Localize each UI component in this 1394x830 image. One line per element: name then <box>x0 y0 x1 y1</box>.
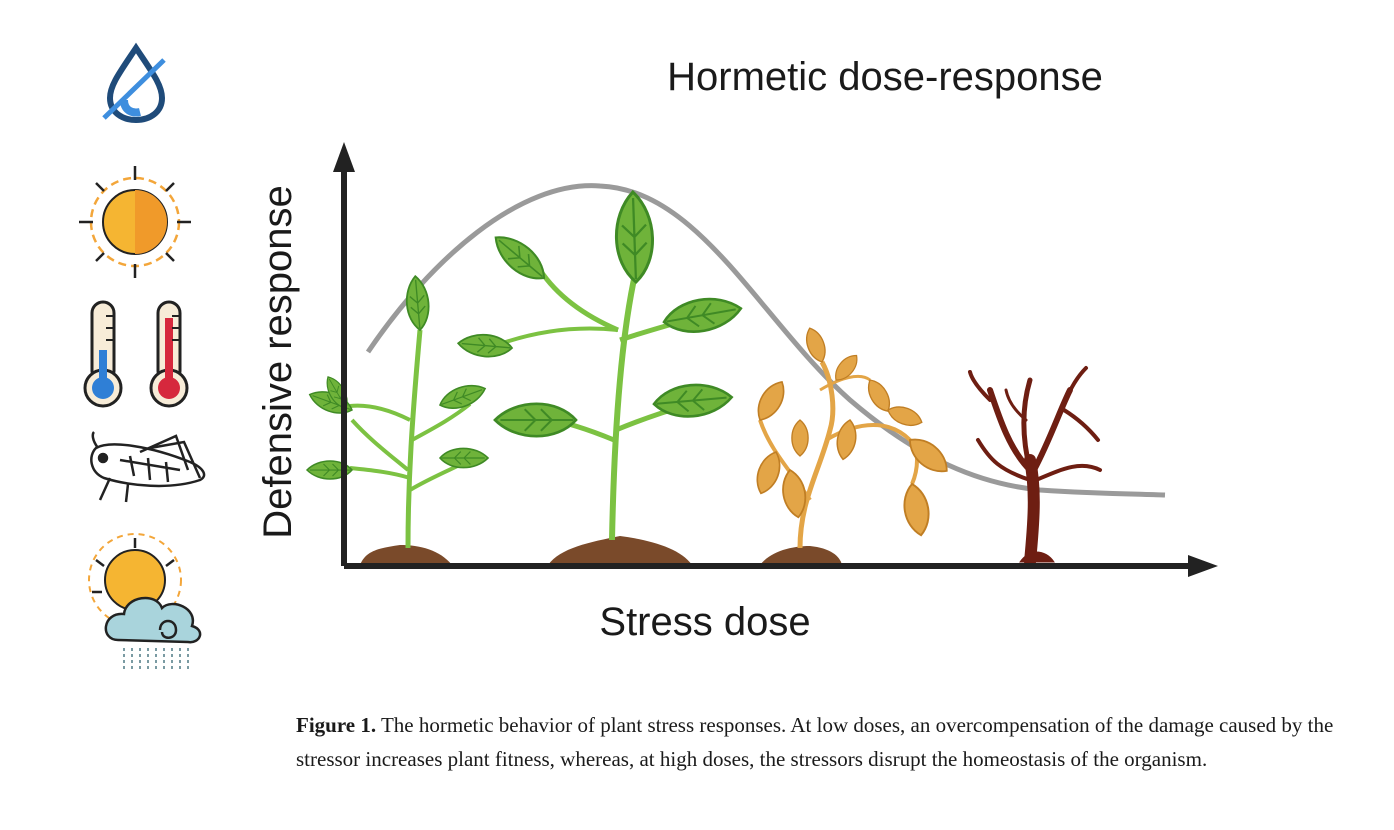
figure-title: Hormetic dose-response <box>667 55 1103 99</box>
y-axis <box>333 142 355 566</box>
small-healthy-plant <box>305 274 490 565</box>
dose-response-curve <box>365 183 1166 498</box>
cold-thermometer-icon <box>83 300 123 408</box>
hot-thermometer-icon <box>149 300 189 408</box>
caption-text: The hormetic behavior of plant stress re… <box>296 713 1334 771</box>
figure-graphics <box>79 42 1218 672</box>
sun-icon <box>79 166 191 278</box>
dead-plant <box>968 366 1102 568</box>
caption-label: Figure 1. <box>296 713 377 737</box>
figure-caption: Figure 1. The hormetic behavior of plant… <box>296 708 1356 776</box>
grasshopper-icon <box>90 431 206 503</box>
wilting-plant <box>750 324 955 565</box>
storm-cloud-icon <box>88 533 202 672</box>
large-healthy-plant <box>456 189 745 565</box>
hormetic-figure: Hormetic dose-response Defensive respons… <box>79 42 1218 672</box>
x-axis <box>344 555 1218 577</box>
x-axis-label: Stress dose <box>599 600 811 644</box>
no-water-drop-icon <box>102 42 166 124</box>
y-axis-label: Defensive response <box>256 185 300 539</box>
